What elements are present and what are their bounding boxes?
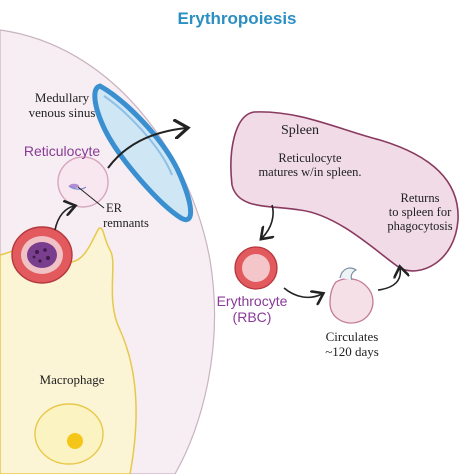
- spleen-desc-line2: matures w/in spleen.: [258, 165, 361, 179]
- er-pointer-line: [77, 186, 105, 209]
- diagram-title: Erythropoiesis: [177, 9, 296, 28]
- erythrocyte-label-line2: (RBC): [233, 309, 272, 325]
- reticulocyte-label: Reticulocyte: [24, 143, 100, 159]
- erythrocyte-label-line1: Erythrocyte: [217, 293, 288, 309]
- returns-line1: Returns: [401, 191, 440, 205]
- arrow-reticulocyte-to-sinus: [107, 128, 186, 169]
- circulates-line2: ~120 days: [325, 344, 379, 359]
- macrophage-label: Macrophage: [40, 372, 105, 387]
- arrow-erythroblast-to-reticulocyte: [54, 206, 74, 231]
- reticulocyte-cell: [57, 156, 109, 208]
- medullary-label-line2: venous sinus: [29, 105, 96, 120]
- circulating-rbc-cell: [329, 267, 374, 324]
- arrow-spleen-to-erythrocyte: [262, 204, 273, 238]
- medullary-venous-sinus: [92, 83, 194, 223]
- medullary-label-line1: Medullary: [35, 90, 90, 105]
- erythrocyte-cell: [234, 246, 278, 290]
- er-label-line2: remnants: [103, 216, 149, 230]
- arrow-erythrocyte-to-circulation: [283, 287, 322, 297]
- arrow-circulation-to-spleen: [377, 268, 400, 291]
- returns-line3: phagocytosis: [387, 219, 452, 233]
- spleen-label: Spleen: [281, 123, 319, 138]
- spleen-desc-line1: Reticulocyte: [278, 151, 342, 165]
- circulates-line1: Circulates: [326, 329, 379, 344]
- erythroblast-cell: [11, 226, 73, 284]
- returns-line2: to spleen for: [389, 205, 452, 219]
- er-label-line1: ER: [106, 201, 123, 215]
- macrophage-nucleolus: [67, 433, 83, 449]
- macrophage-nucleus: [34, 403, 104, 465]
